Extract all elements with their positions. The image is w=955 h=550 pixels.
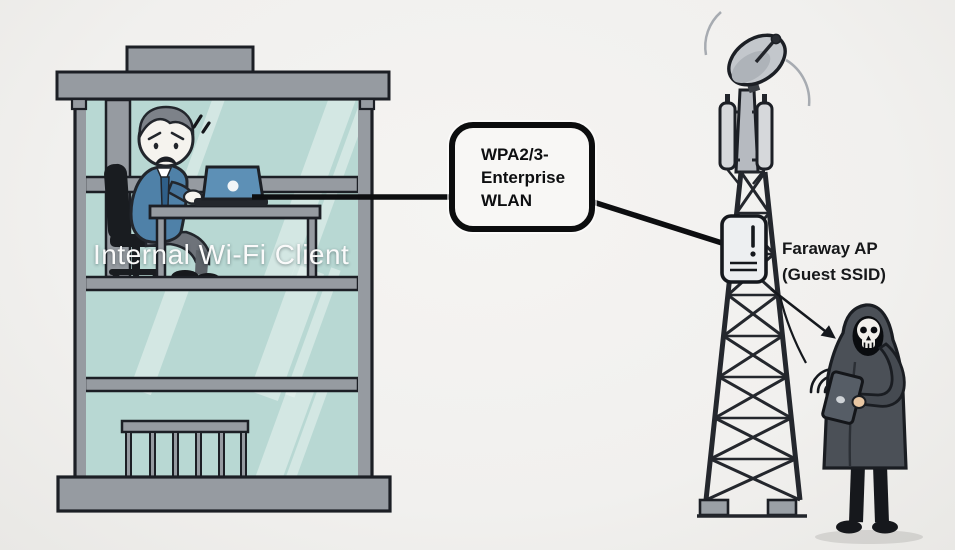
stress-mark-icon	[192, 114, 211, 134]
access-point-device	[720, 214, 768, 284]
signal-path-line	[778, 295, 807, 364]
necktie	[160, 176, 170, 207]
hacker-right-hand	[851, 395, 867, 409]
hacker-figure	[815, 303, 923, 544]
office-building	[55, 45, 392, 513]
satellite-dish-icon	[727, 33, 787, 94]
employee-hair	[138, 105, 195, 141]
building-wall-left	[76, 100, 86, 477]
ground-floor-railing	[120, 419, 250, 478]
floor-slab	[83, 275, 360, 292]
tower-footings	[697, 498, 807, 518]
ap-alert-icon	[750, 225, 756, 257]
worried-eyebrows	[147, 131, 185, 141]
building-base	[56, 475, 392, 513]
ap-status-lines	[730, 261, 757, 272]
faraway-ap-label: Faraway AP (Guest SSID)	[782, 239, 886, 284]
roof-slab	[55, 70, 391, 101]
antenna-panels	[718, 94, 774, 185]
shirt-collar	[155, 167, 173, 186]
laptop-logo-dot	[227, 180, 239, 192]
frown-mouth	[155, 156, 177, 165]
wlan-callout-box: WPA2/3- Enterprise WLAN	[449, 122, 595, 232]
hacker-shadow	[815, 530, 923, 544]
skull-icon	[857, 318, 880, 351]
wlan-box-label: WPA2/3- Enterprise WLAN	[481, 145, 566, 210]
connector-line-right	[589, 198, 723, 246]
hacker-legs	[836, 465, 898, 534]
building-wall-right	[358, 100, 371, 477]
internal-client-label: Internal Wi-Fi Client	[93, 239, 350, 270]
laptop	[194, 165, 268, 206]
cell-tower	[697, 11, 811, 518]
floor-slab	[83, 376, 360, 393]
dish-signal-arcs	[704, 11, 811, 107]
office-chair	[104, 163, 165, 281]
hacker-tablet	[821, 370, 864, 425]
